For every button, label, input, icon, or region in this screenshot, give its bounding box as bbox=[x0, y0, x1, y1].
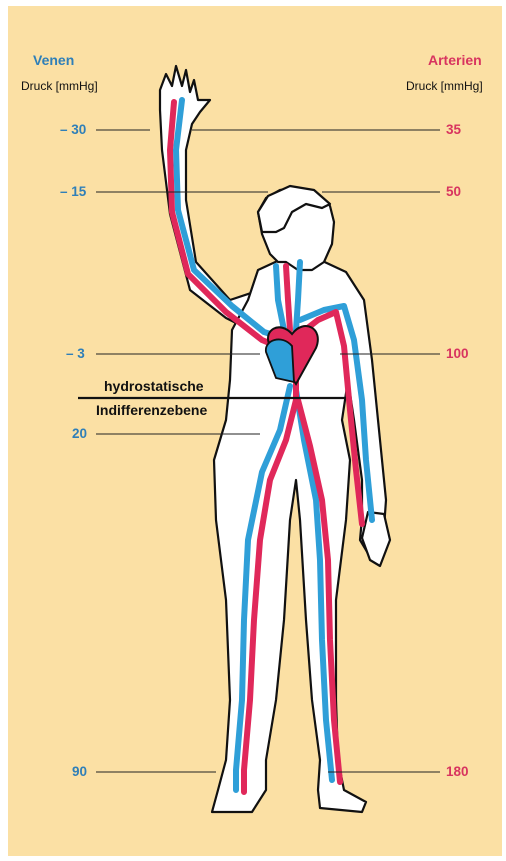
right-hand bbox=[362, 512, 390, 566]
vein-pressure-heart: – 3 bbox=[66, 346, 85, 361]
artery-pressure-heart: 100 bbox=[446, 346, 469, 361]
artery-pressure-head: 50 bbox=[446, 184, 461, 199]
artery-pressure-hand: 35 bbox=[446, 122, 461, 137]
vein-pressure-abdomen: 20 bbox=[72, 426, 87, 441]
vein-unit: Druck [mmHg] bbox=[21, 79, 98, 93]
indifference-label-line1: hydrostatische bbox=[104, 378, 204, 394]
vein-title: Venen bbox=[33, 52, 74, 68]
vein-pressure-hand: – 30 bbox=[60, 122, 86, 137]
artery-neck-left bbox=[286, 266, 290, 330]
artery-unit: Druck [mmHg] bbox=[406, 79, 483, 93]
indifference-label-line2: Indifferenzebene bbox=[96, 402, 207, 418]
vein-pressure-feet: 90 bbox=[72, 764, 87, 779]
artery-title: Arterien bbox=[428, 52, 482, 68]
vein-pressure-head: – 15 bbox=[60, 184, 86, 199]
artery-pressure-feet: 180 bbox=[446, 764, 469, 779]
